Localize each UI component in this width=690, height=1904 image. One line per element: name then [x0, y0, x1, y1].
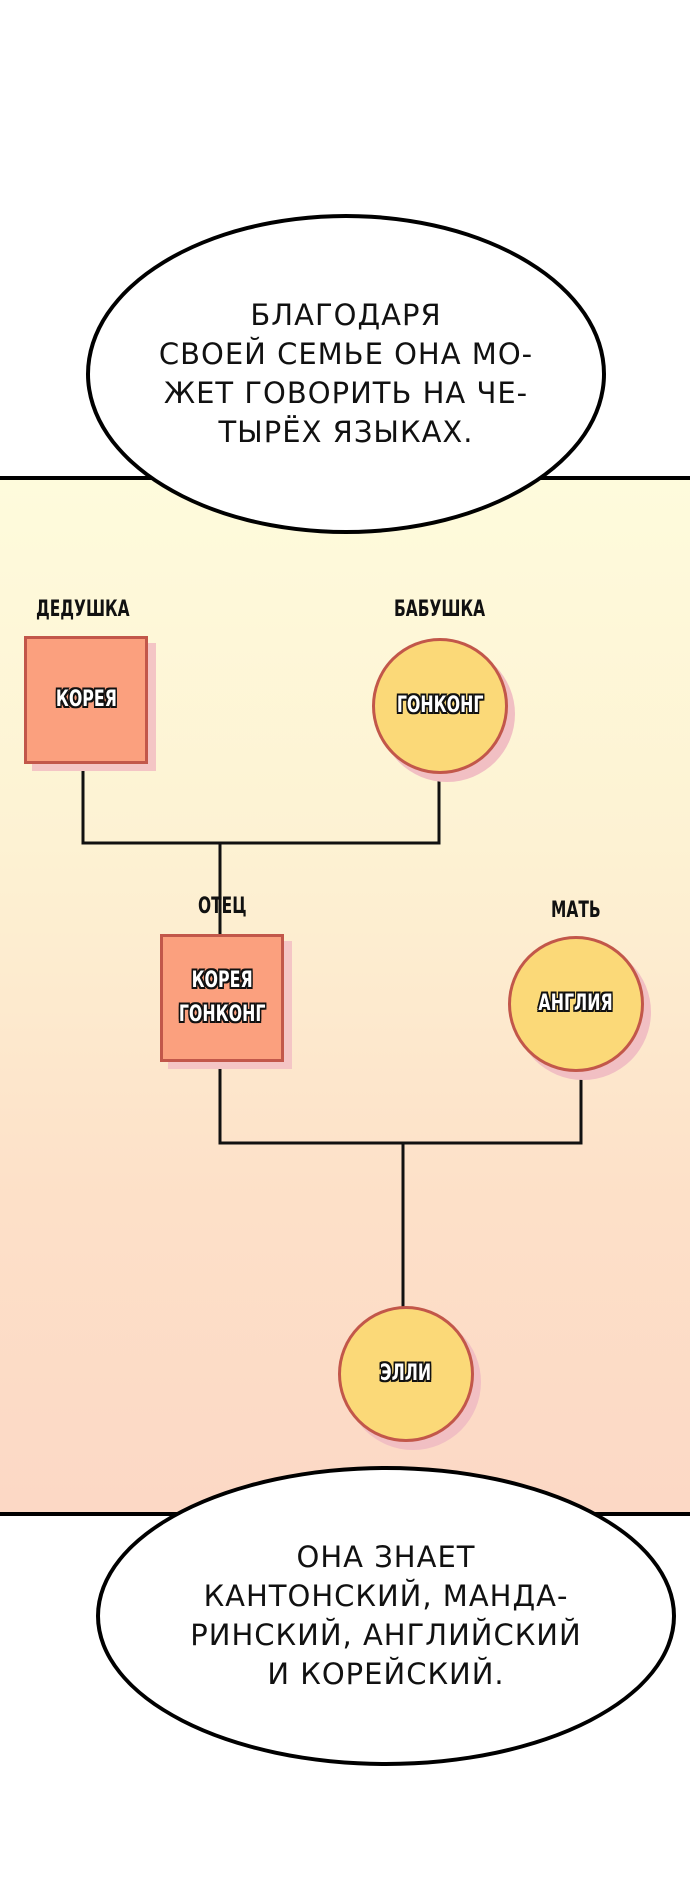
grandmother-node: ГОНКОНГ [372, 638, 508, 774]
speech-bubble-bottom-text: ОНА ЗНАЕТ КАНТОНСКИЙ, МАНДА- РИНСКИЙ, АН… [190, 1540, 582, 1691]
child-name: ЭЛЛИ [380, 1361, 432, 1386]
mother-node: АНГЛИЯ [508, 936, 644, 1072]
grandfather-label: ДЕДУШКА [36, 597, 130, 622]
father-node: КОРЕЯ ГОНКОНГ [160, 934, 284, 1062]
father-label: ОТЕЦ [198, 894, 247, 919]
grandfather-node: КОРЕЯ [24, 636, 148, 764]
speech-bubble-top: БЛАГОДАРЯ СВОЕЙ СЕМЬЕ ОНА МО- ЖЕТ ГОВОРИ… [86, 214, 606, 534]
father-country: КОРЕЯ ГОНКОНГ [178, 968, 266, 1027]
grandparents-connector [81, 766, 441, 845]
grandmother-label: БАБУШКА [394, 597, 486, 622]
mother-country: АНГЛИЯ [538, 991, 614, 1016]
child-node: ЭЛЛИ [338, 1306, 474, 1442]
mother-label: МАТЬ [551, 898, 601, 923]
parents-connector [218, 1061, 583, 1145]
grandmother-country: ГОНКОНГ [396, 693, 484, 718]
speech-bubble-top-text: БЛАГОДАРЯ СВОЕЙ СЕМЬЕ ОНА МО- ЖЕТ ГОВОРИ… [158, 298, 534, 449]
speech-bubble-bottom: ОНА ЗНАЕТ КАНТОНСКИЙ, МАНДА- РИНСКИЙ, АН… [96, 1466, 676, 1766]
grandfather-country: КОРЕЯ [55, 687, 117, 712]
